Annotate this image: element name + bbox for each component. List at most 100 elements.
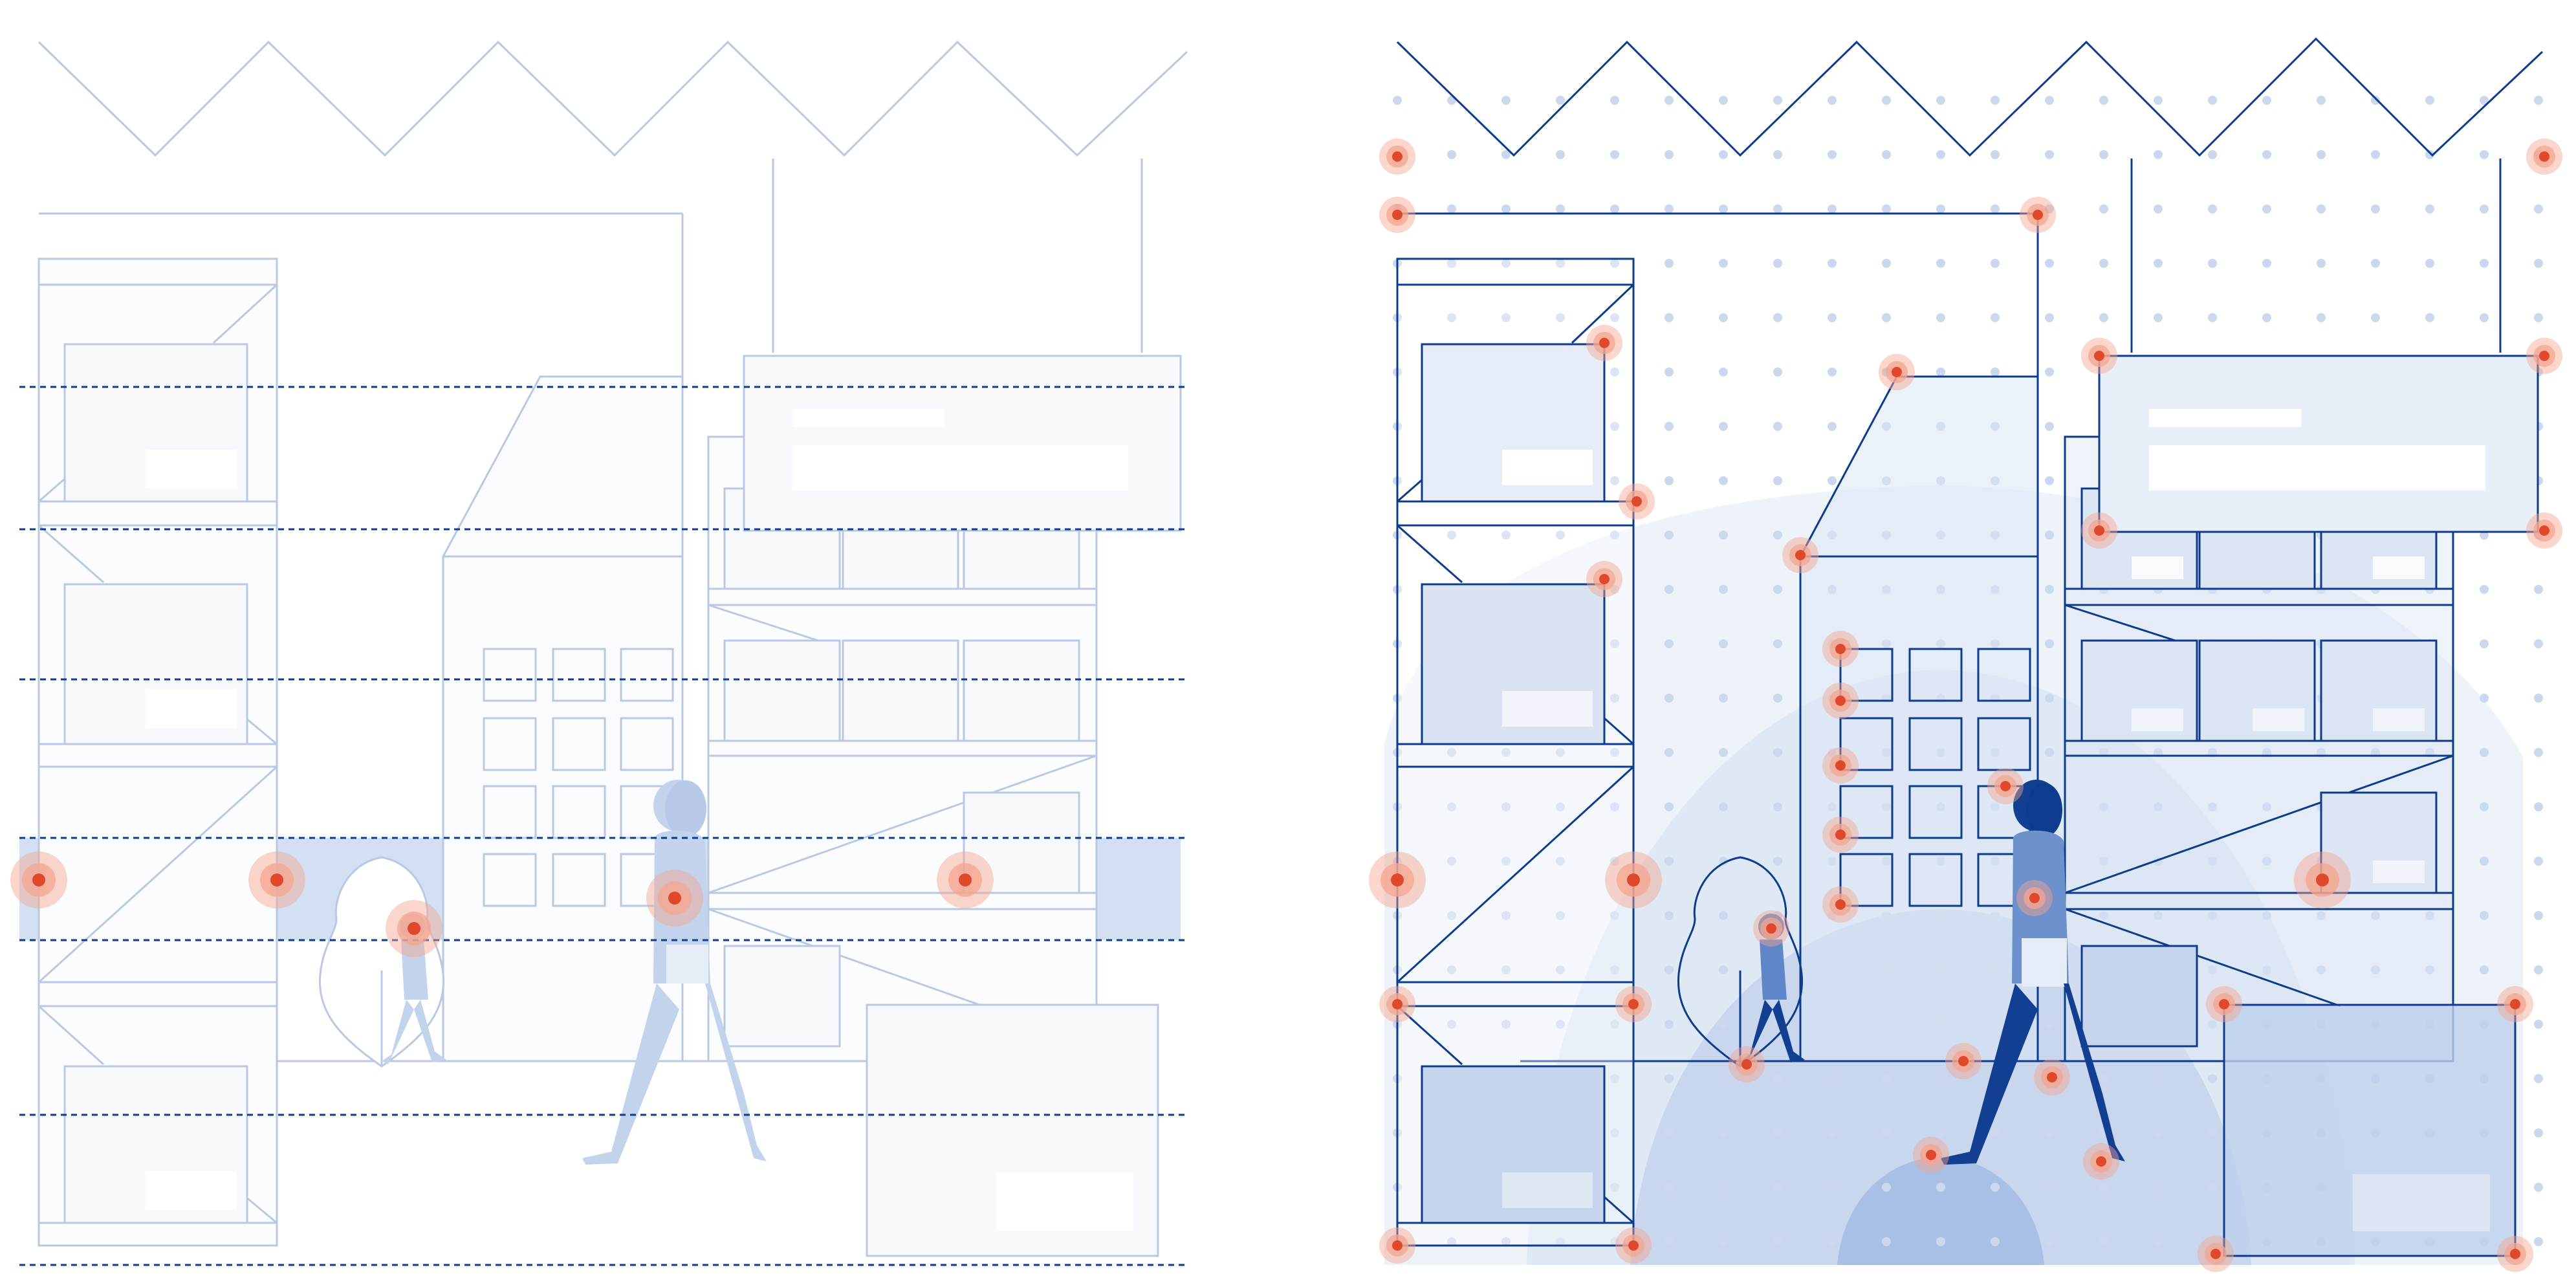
grid-dot (1882, 1128, 1891, 1137)
crate (2223, 1004, 2516, 1257)
grid-dot (2480, 748, 2489, 757)
grid-dot (1828, 204, 1837, 214)
keypoint-marker-icon (1987, 768, 2024, 804)
grid-dot (2099, 150, 2108, 159)
grid-dot (1610, 476, 1619, 485)
grid-dot (2208, 313, 2217, 322)
keypoint-marker-icon (1913, 1137, 1949, 1173)
grid-dot (1447, 748, 1456, 757)
grid-dot (2154, 1128, 2163, 1137)
grid-dot (2371, 204, 2380, 214)
grid-dot (1556, 748, 1565, 757)
grid-dot (2154, 313, 2163, 322)
grid-dot (2045, 1237, 2054, 1246)
keypoint-marker-icon (2034, 1059, 2070, 1095)
keypoint-marker-icon (1822, 886, 1859, 923)
grid-dot (1501, 857, 1511, 866)
grid-dot (1773, 96, 1782, 105)
grid-dot (2045, 748, 2054, 757)
grid-dot (1665, 1183, 1674, 1192)
tree-icon (1677, 856, 1804, 1068)
grid-dot (2534, 1020, 2543, 1029)
grid-dot (1501, 1237, 1511, 1246)
grid-dot (2262, 313, 2271, 322)
grid-dot (1610, 911, 1619, 920)
grid-dot (2208, 1128, 2217, 1137)
grid-dot (2208, 965, 2217, 974)
grid-dot (2425, 965, 2434, 974)
grid-dot (2480, 585, 2489, 594)
grid-dot (1665, 748, 1674, 757)
shelf-rack (2064, 435, 2454, 1062)
grid-dot (1665, 911, 1674, 920)
grid-dot (1719, 694, 1728, 703)
keypoint-marker-icon (248, 851, 305, 908)
keypoint-marker-icon (1615, 986, 1652, 1022)
grid-dot (1719, 748, 1728, 757)
scan-panel-left (10, 40, 1188, 1266)
grid-dot (2480, 150, 2489, 159)
grid-dot (1991, 204, 2000, 214)
grid-dot (2534, 259, 2543, 268)
grid-dot (1773, 259, 1782, 268)
grid-dot (1447, 965, 1456, 974)
grid-dot (1665, 1020, 1674, 1029)
grid-dot (2154, 911, 2163, 920)
grid-dot (2425, 911, 2434, 920)
grid-dot (2099, 259, 2108, 268)
grid-dot (2262, 204, 2271, 214)
grid-dot (1447, 911, 1456, 920)
grid-dot (1556, 259, 1565, 268)
grid-dot (1773, 857, 1782, 866)
grid-dot (2480, 96, 2489, 105)
grid-dot (1882, 204, 1891, 214)
grid-dot (1665, 965, 1674, 974)
grid-dot (2317, 313, 2326, 322)
grid-dot (1828, 422, 1837, 431)
grid-dot (1665, 1237, 1674, 1246)
grid-dot (2045, 313, 2054, 322)
grid-dot (1936, 368, 1945, 377)
grid-dot (1665, 259, 1674, 268)
grid-dot (1556, 531, 1565, 540)
grid-dot (2425, 259, 2434, 268)
grid-dot (1665, 639, 1674, 648)
person-walking-icon (582, 780, 767, 1165)
grid-dot (2371, 259, 2380, 268)
grid-dot (1665, 1074, 1674, 1083)
grid-dot (1773, 1183, 1782, 1192)
grid-dot (2099, 857, 2108, 866)
keypoint-marker-icon (2020, 197, 2056, 233)
grid-dot (1828, 368, 1837, 377)
grid-dot (1610, 748, 1619, 757)
grid-dot (1610, 639, 1619, 648)
window-grid (483, 648, 674, 907)
grid-dot (2480, 639, 2489, 648)
shelf-tower (38, 258, 278, 1247)
grid-dot (1556, 857, 1565, 866)
grid-dot (1447, 259, 1456, 268)
grid-dot (1665, 422, 1674, 431)
grid-dot (1501, 313, 1511, 322)
grid-dot (2208, 150, 2217, 159)
grid-dot (2045, 96, 2054, 105)
grid-dot (1936, 313, 1945, 322)
grid-dot (2534, 748, 2543, 757)
grid-dot (1719, 1074, 1728, 1083)
grid-dot (2317, 259, 2326, 268)
grid-dot (2262, 802, 2271, 811)
grid-dot (2480, 965, 2489, 974)
grid-dot (1501, 965, 1511, 974)
grid-dot (2099, 96, 2108, 105)
keypoint-marker-icon (1586, 561, 1622, 597)
grid-dot (2099, 802, 2108, 811)
grid-dot (1828, 476, 1837, 485)
grid-dot (2317, 96, 2326, 105)
grid-dot (1610, 965, 1619, 974)
grid-dot (1610, 368, 1619, 377)
grid-dot (1719, 259, 1728, 268)
grid-dot (2425, 96, 2434, 105)
grid-dot (1936, 1237, 1945, 1246)
grid-dot (2534, 1074, 2543, 1083)
keypoint-marker-icon (2526, 138, 2562, 175)
